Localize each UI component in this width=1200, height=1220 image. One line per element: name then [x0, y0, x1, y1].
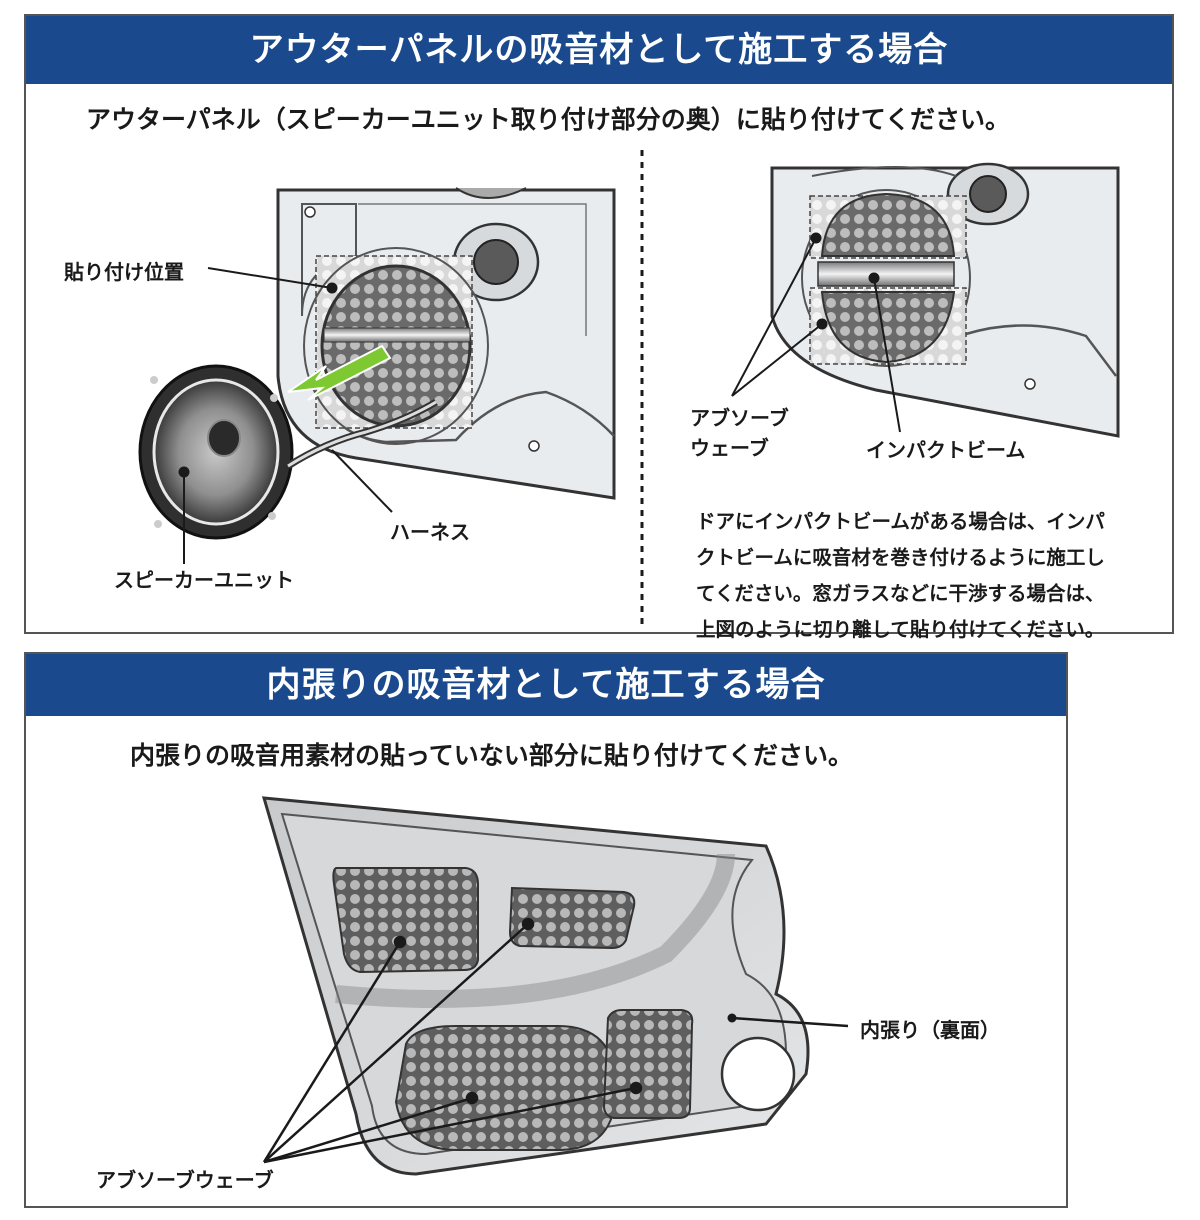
leader-lines-left: [178, 267, 393, 564]
speaker-unit-image: [138, 364, 294, 540]
outer-panel-instruction: アウターパネル（スピーカーユニット取り付け部分の奥）に貼り付けてください。: [86, 105, 1011, 134]
section-title-outer-panel: アウターパネルの吸音材として施工する場合: [26, 16, 1172, 84]
label-attach-position: 貼り付け位置: [64, 260, 184, 284]
inner-trim-illustration: [261, 796, 849, 1176]
door-outer-panel-left: [276, 187, 616, 500]
label-impact-beam: インパクトビーム: [866, 438, 1026, 462]
note-line: クトビームに吸音材を巻き付けるように施工し: [696, 546, 1105, 569]
label-harness: ハーネス: [390, 520, 470, 544]
outer-panel-section: アウターパネルの吸音材として施工する場合 アウターパネル（スピーカーユニット取り…: [24, 14, 1174, 641]
note-line: ドアにインパクトビームがある場合は、インパ: [696, 510, 1105, 533]
note-line: 上図のように切り離して貼り付けてください。: [696, 618, 1105, 641]
impact-beam-note: ドアにインパクトビームがある場合は、インパ クトビームに吸音材を巻き付けるように…: [696, 504, 1176, 648]
label-absorb-wave: アブソーブウェーブ: [96, 1168, 274, 1192]
label-absorb-wave-line1: アブソーブ: [690, 406, 789, 430]
inner-trim-section: 内張りの吸音材として施工する場合 内張りの吸音用素材の貼っていない部分に貼り付け…: [24, 652, 1068, 1208]
label-trim-back: 内張り（裏面）: [860, 1018, 1000, 1042]
insert-arrow-icon: [287, 344, 392, 401]
inner-trim-instruction: 内張りの吸音用素材の貼っていない部分に貼り付けてください。: [130, 741, 854, 770]
section-title-inner-trim: 内張りの吸音材として施工する場合: [26, 654, 1066, 716]
note-line: てください。窓ガラスなどに干渉する場合は、: [696, 582, 1105, 605]
outer-panel-illustration: [138, 150, 1120, 628]
label-absorb-wave-line2: ウェーブ: [690, 436, 769, 460]
label-speaker-unit: スピーカーユニット: [114, 568, 294, 592]
door-outer-panel-right: [770, 162, 1120, 438]
leader-lines-trim: [262, 917, 849, 1164]
leader-lines-right: [731, 232, 901, 433]
